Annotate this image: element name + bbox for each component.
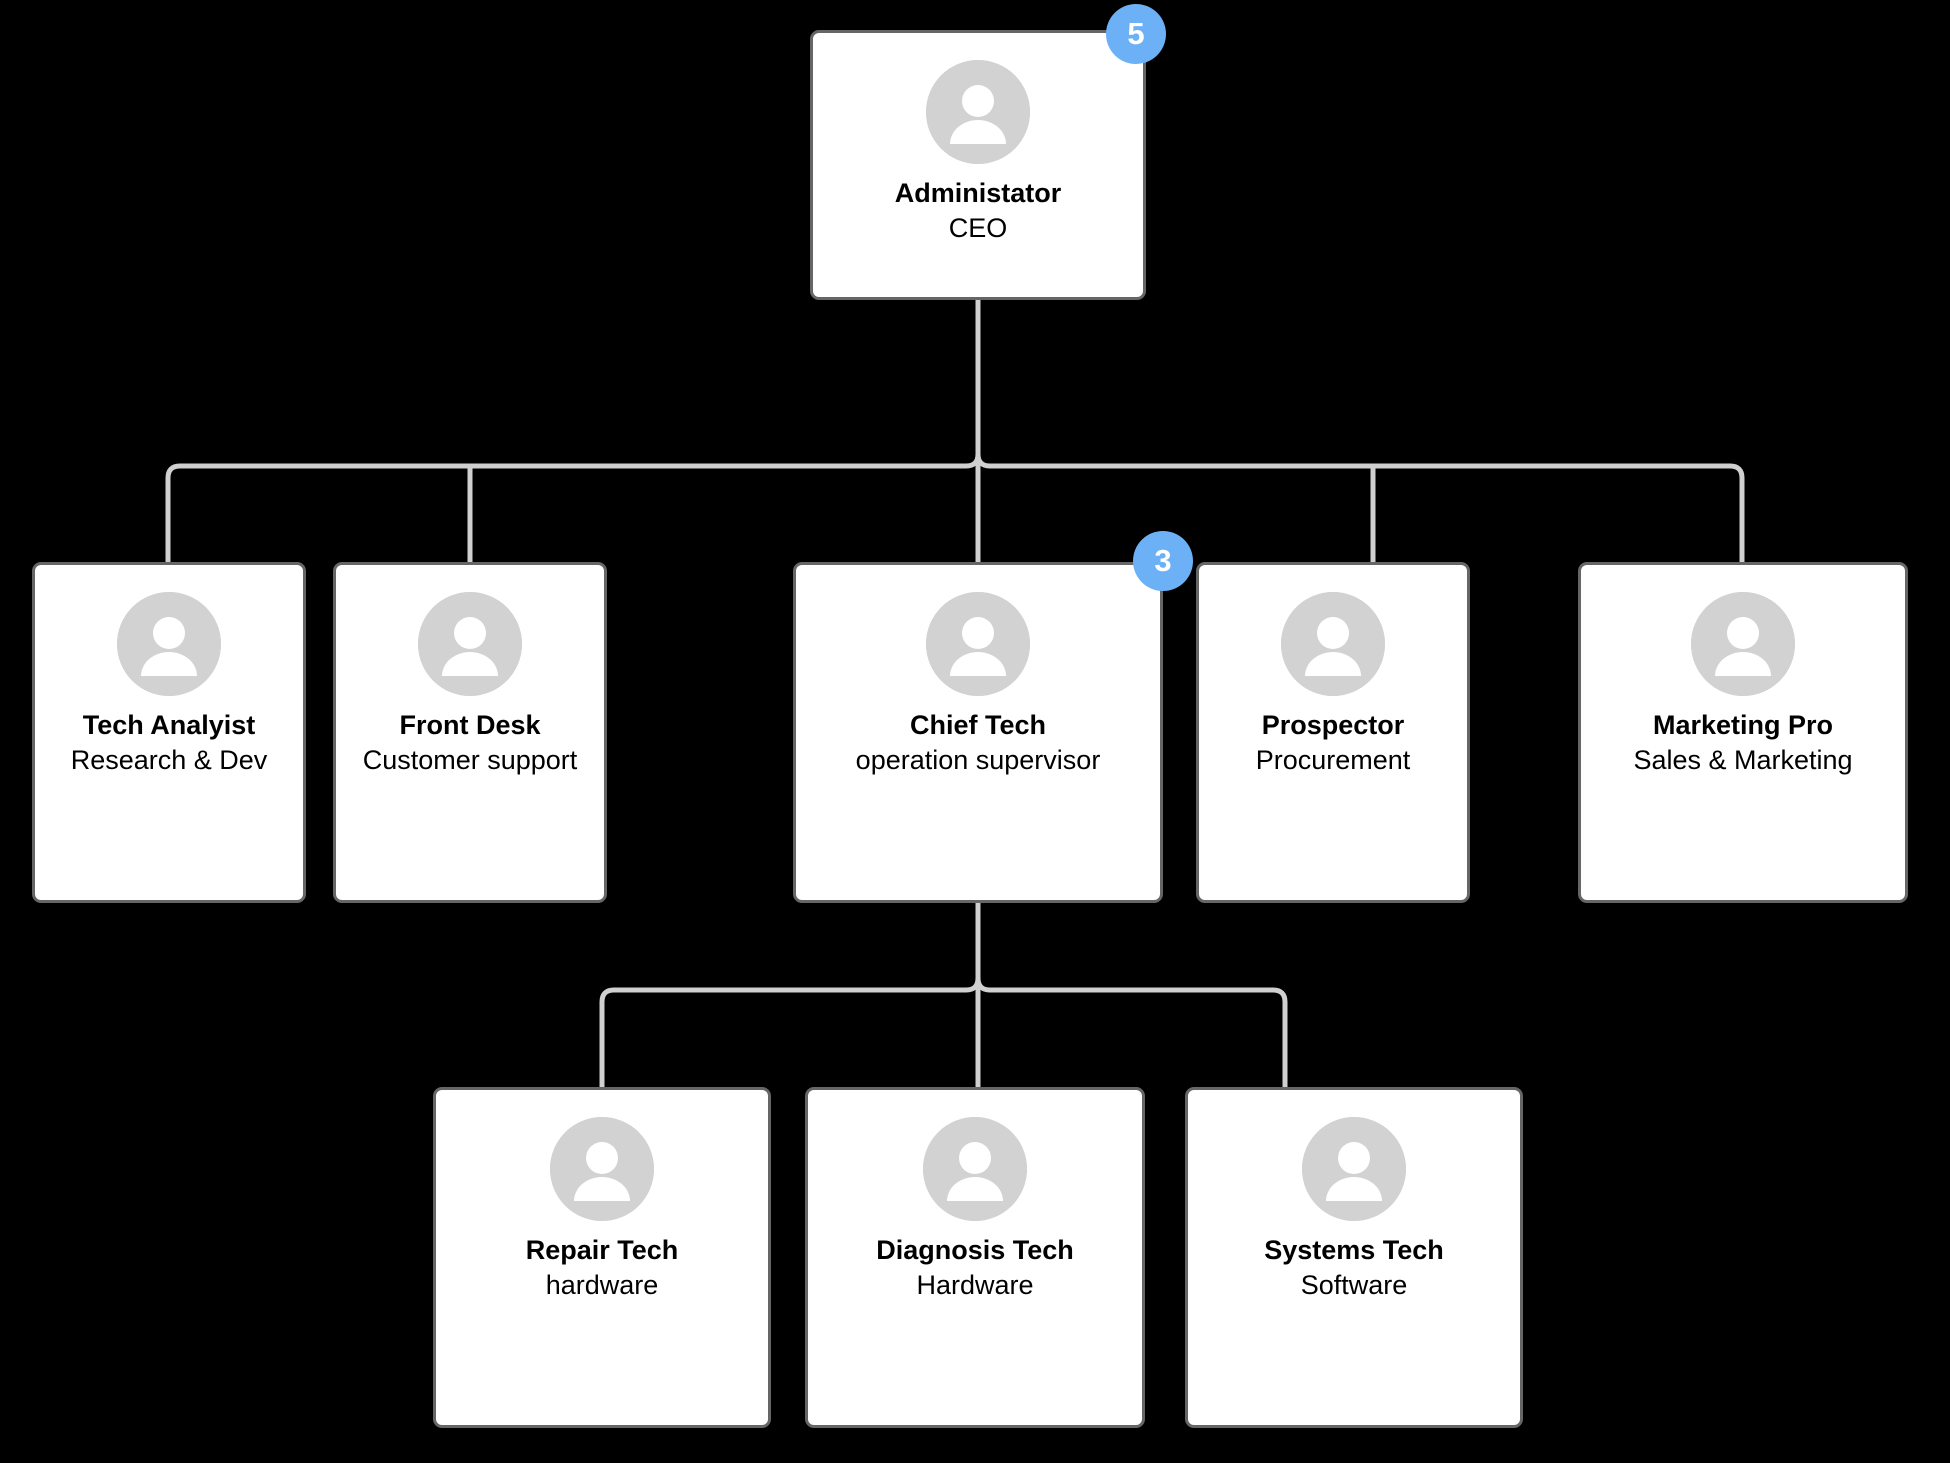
org-node-diagnosis-tech[interactable]: Diagnosis Tech Hardware	[805, 1087, 1145, 1428]
org-node-systems-tech[interactable]: Systems Tech Software	[1185, 1087, 1523, 1428]
org-node-chief-tech[interactable]: Chief Tech operation supervisor	[793, 562, 1163, 903]
org-node-role: operation supervisor	[855, 744, 1101, 775]
org-node-name: Diagnosis Tech	[876, 1235, 1074, 1265]
org-node-name: Front Desk	[399, 710, 541, 740]
org-node-name: Prospector	[1261, 710, 1405, 740]
org-node-role: Software	[1300, 1269, 1408, 1300]
org-node-role: Procurement	[1255, 744, 1411, 775]
person-avatar-icon	[117, 592, 221, 696]
org-node-badge-chief-tech[interactable]: 3	[1133, 531, 1193, 591]
person-avatar-icon	[550, 1117, 654, 1221]
connector-level2-bus	[599, 977, 1288, 1087]
org-node-badge-root[interactable]: 5	[1106, 4, 1166, 64]
person-avatar-icon	[926, 592, 1030, 696]
connector-level1-bus	[165, 453, 1745, 562]
org-node-role: Sales & Marketing	[1633, 744, 1853, 775]
org-node-root[interactable]: Administator CEO	[810, 30, 1146, 300]
org-node-role: Research & Dev	[70, 744, 268, 775]
org-node-name: Marketing Pro	[1652, 710, 1834, 740]
person-avatar-icon	[418, 592, 522, 696]
person-avatar-icon	[1691, 592, 1795, 696]
org-node-marketing-pro[interactable]: Marketing Pro Sales & Marketing	[1578, 562, 1908, 903]
org-node-role: Hardware	[916, 1269, 1034, 1300]
org-node-name: Administator	[894, 178, 1062, 208]
person-avatar-icon	[923, 1117, 1027, 1221]
org-node-name: Tech Analyist	[82, 710, 256, 740]
org-node-name: Repair Tech	[525, 1235, 679, 1265]
org-node-name: Systems Tech	[1264, 1235, 1444, 1265]
org-node-prospector[interactable]: Prospector Procurement	[1196, 562, 1470, 903]
org-node-front-desk[interactable]: Front Desk Customer support	[333, 562, 607, 903]
org-node-role: Customer support	[362, 744, 578, 775]
person-avatar-icon	[1281, 592, 1385, 696]
org-node-name: Chief Tech	[909, 710, 1046, 740]
org-node-role: hardware	[545, 1269, 659, 1300]
org-node-repair-tech[interactable]: Repair Tech hardware	[433, 1087, 771, 1428]
person-avatar-icon	[1302, 1117, 1406, 1221]
org-node-tech-analyist[interactable]: Tech Analyist Research & Dev	[32, 562, 306, 903]
org-node-role: CEO	[948, 212, 1008, 243]
person-avatar-icon	[926, 60, 1030, 164]
